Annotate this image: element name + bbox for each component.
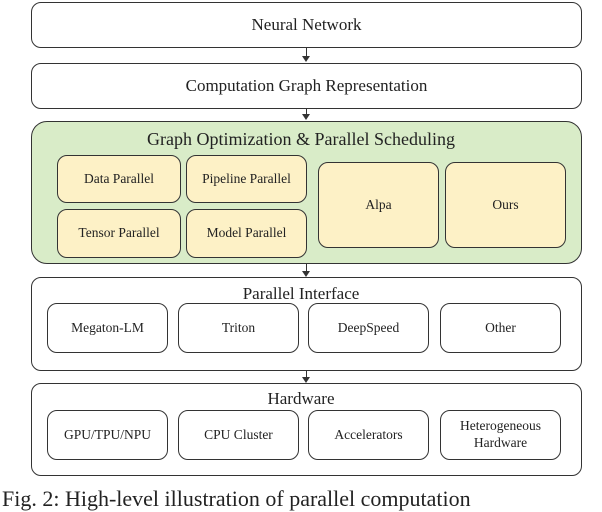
pipeline-parallel-label: Pipeline Parallel xyxy=(202,170,291,186)
accelerators-box: Accelerators xyxy=(308,410,429,460)
computation-graph-box: Computation Graph Representation xyxy=(31,63,582,109)
hardware-title: Hardware xyxy=(267,389,335,408)
deepspeed-box: DeepSpeed xyxy=(308,303,429,353)
ours-box: Ours xyxy=(445,162,566,248)
megaton-lm-box: Megaton-LM xyxy=(47,303,168,353)
accelerators-label: Accelerators xyxy=(334,426,403,442)
deepspeed-label: DeepSpeed xyxy=(337,319,400,335)
neural-network-label: Neural Network xyxy=(251,15,362,34)
data-parallel-box: Data Parallel xyxy=(57,155,181,203)
other-label: Other xyxy=(485,319,516,335)
computation-graph-label: Computation Graph Representation xyxy=(185,76,428,95)
model-parallel-box: Model Parallel xyxy=(186,209,307,258)
neural-network-box: Neural Network xyxy=(31,2,582,48)
alpa-label: Alpa xyxy=(365,196,392,212)
cpu-cluster-box: CPU Cluster xyxy=(178,410,299,460)
alpa-box: Alpa xyxy=(318,162,439,248)
cpu-cluster-label: CPU Cluster xyxy=(204,426,273,442)
triton-label: Triton xyxy=(221,319,256,335)
gpu-tpu-npu-label: GPU/TPU/NPU xyxy=(63,426,152,442)
heterogeneous-hardware-label: Heterogeneous Hardware xyxy=(460,418,541,450)
model-parallel-label: Model Parallel xyxy=(206,225,287,241)
parallel-interface-title: Parallel Interface xyxy=(242,284,360,303)
other-box: Other xyxy=(440,303,561,353)
heterogeneous-hardware-box: Heterogeneous Hardware xyxy=(440,410,561,460)
graph-optimization-title: Graph Optimization & Parallel Scheduling xyxy=(147,129,455,149)
tensor-parallel-box: Tensor Parallel xyxy=(57,209,181,258)
gpu-tpu-npu-box: GPU/TPU/NPU xyxy=(47,410,168,460)
figure-caption: Fig. 2: High-level illustration of paral… xyxy=(2,486,471,511)
megaton-lm-label: Megaton-LM xyxy=(71,319,144,335)
pipeline-parallel-box: Pipeline Parallel xyxy=(186,155,307,203)
tensor-parallel-label: Tensor Parallel xyxy=(78,225,160,241)
data-parallel-label: Data Parallel xyxy=(83,170,155,186)
triton-box: Triton xyxy=(178,303,299,353)
ours-label: Ours xyxy=(492,196,519,212)
